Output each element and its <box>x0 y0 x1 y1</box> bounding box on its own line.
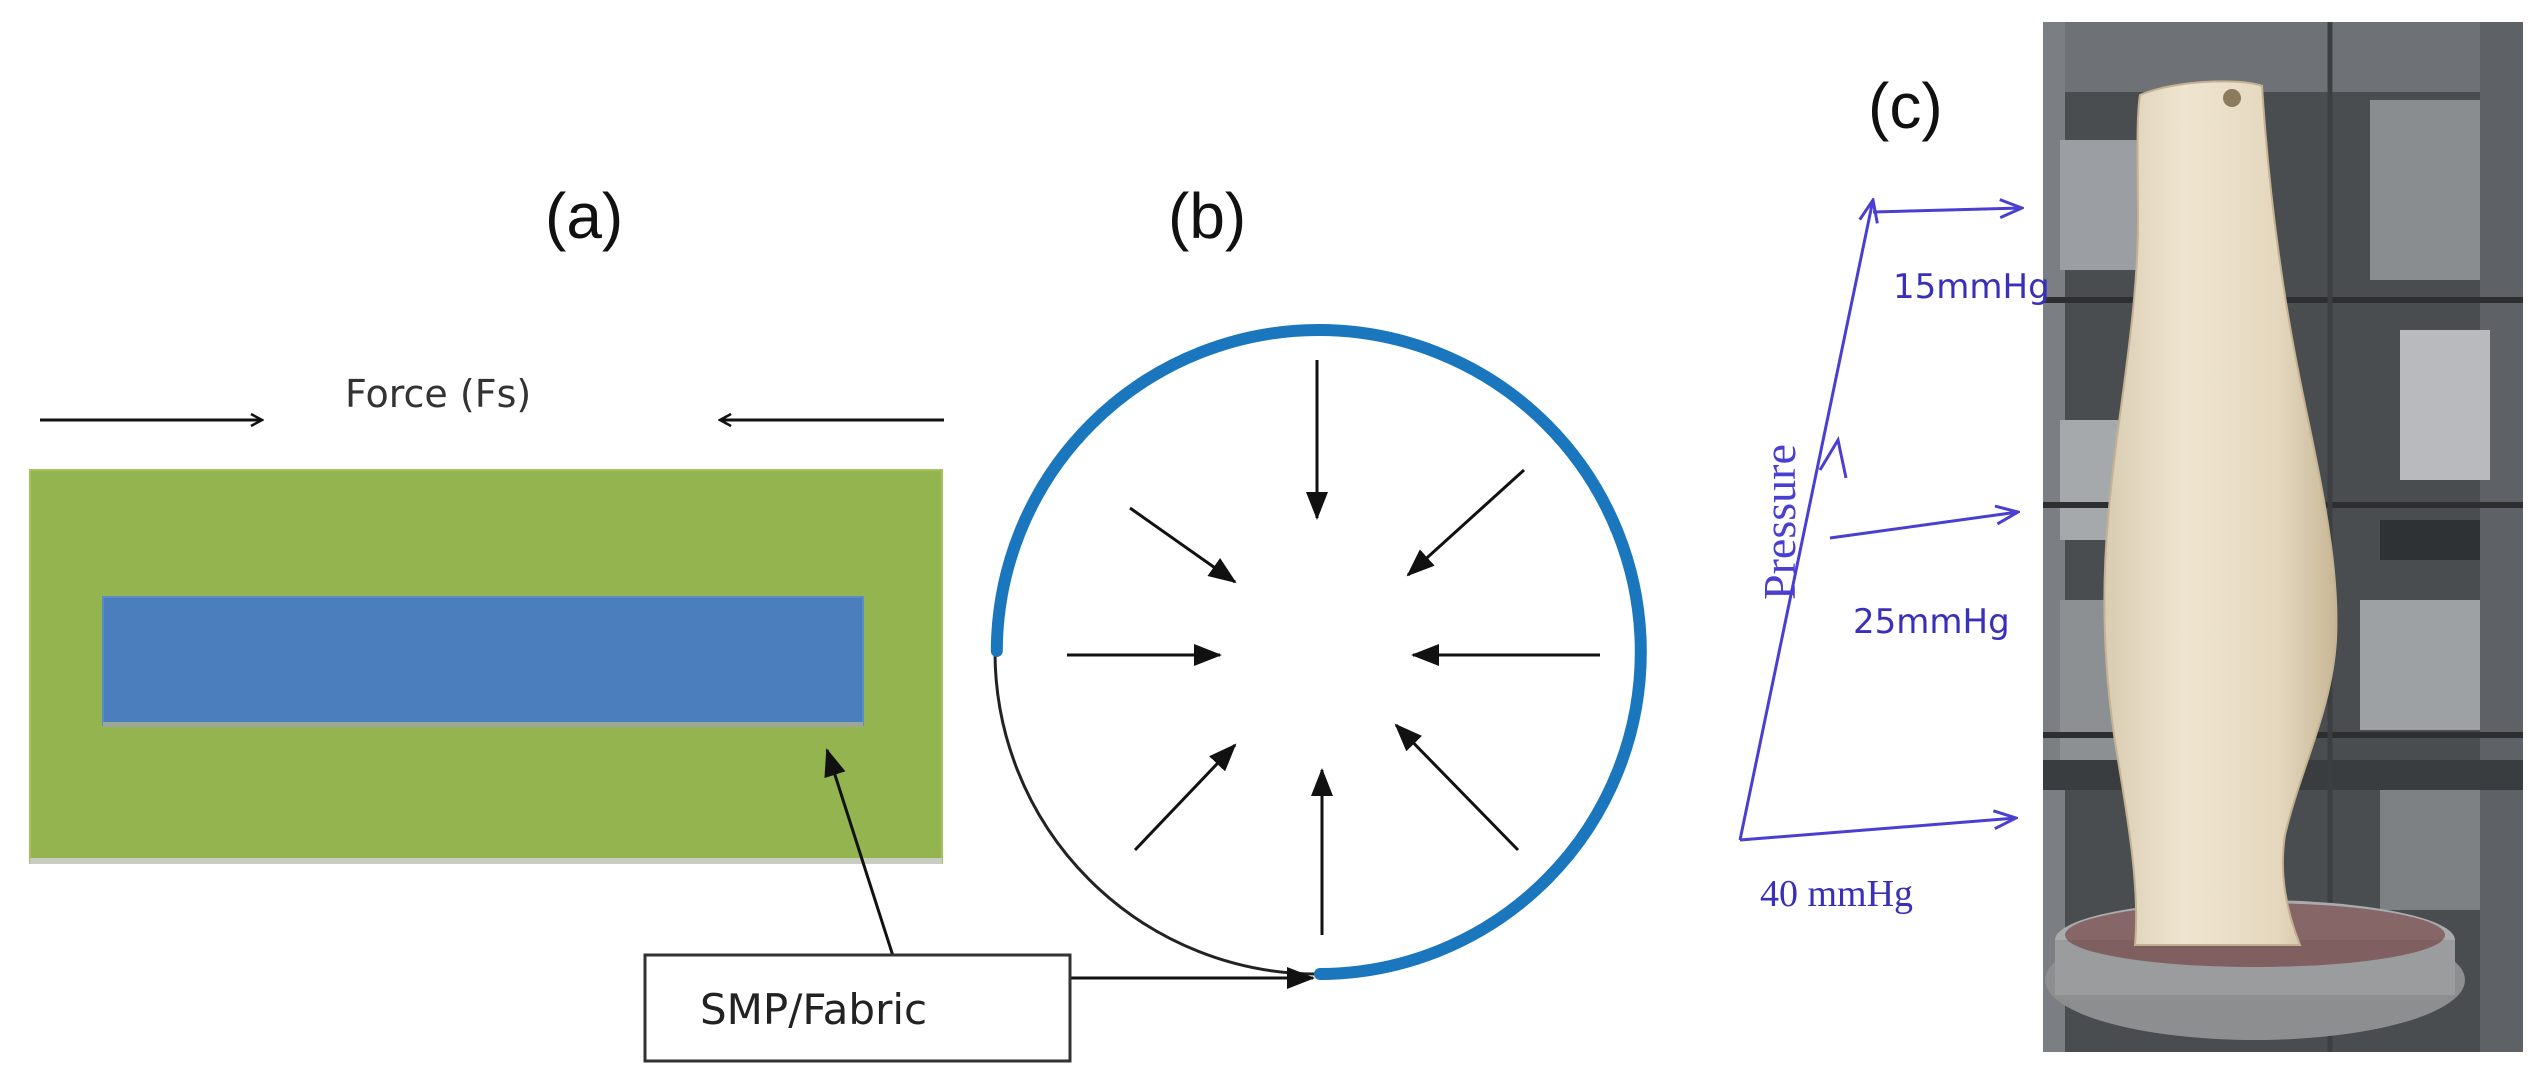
level-arrow-25 <box>1829 512 2018 540</box>
callout-text: SMP/Fabric <box>700 985 927 1034</box>
pressure-level-40: 40 mmHg <box>1760 873 1913 915</box>
smp-inner-strip <box>102 596 864 726</box>
pressure-level-25: 25mmHg <box>1853 602 2010 642</box>
panel-a-label: (a) <box>545 180 623 252</box>
pressure-arrow-top-left <box>1129 506 1237 584</box>
leg-mount-screw <box>2223 89 2241 107</box>
smp-fabric-arc <box>990 324 1647 980</box>
pressure-level-15: 15mmHg <box>1893 267 2050 307</box>
pressure-gradient-arrow <box>1738 200 1873 841</box>
leg-mannequin <box>2103 80 2338 946</box>
level-arrow-40 <box>1739 818 2016 842</box>
smp-strip-shadow <box>103 722 863 727</box>
smp-fabric-callout: SMP/Fabric <box>643 953 1072 1063</box>
panel-b-label: (b) <box>1168 180 1246 252</box>
force-label: Force (Fs) <box>345 372 531 416</box>
callout-box <box>643 953 1072 1063</box>
panel-a: (a) Force (Fs) <box>29 180 944 957</box>
pressure-arrow-top-right <box>1406 468 1526 577</box>
leader-arrow-strip <box>824 748 895 957</box>
panel-c: (c) Pressure 15mmHg <box>1738 22 2523 1052</box>
pressure-arrow-bottom-left <box>1133 743 1237 852</box>
pressure-axis-label: Pressure <box>1754 444 1805 600</box>
pressure-arrow-bottom-right <box>1394 723 1520 852</box>
fabric-outer-shadow <box>30 858 942 864</box>
panel-b: (b) <box>990 180 1647 989</box>
panel-c-label: (c) <box>1868 70 1943 142</box>
level-arrow-15 <box>1872 208 2022 212</box>
